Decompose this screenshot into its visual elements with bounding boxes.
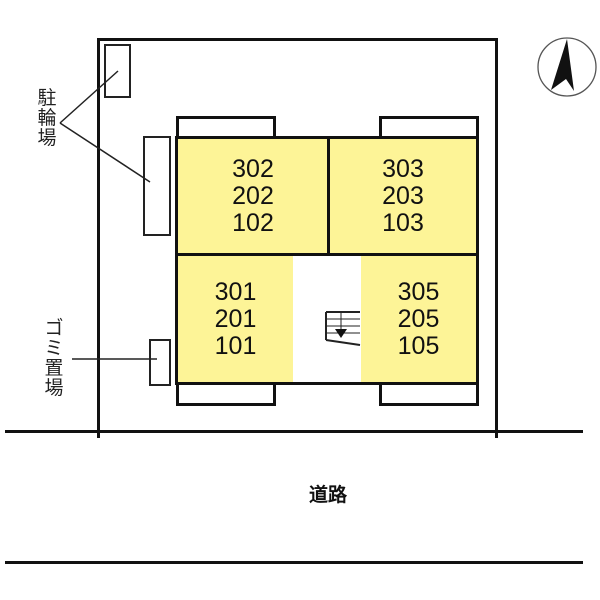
bicycle-rack-1 xyxy=(104,44,131,98)
road-label: 道路 xyxy=(309,484,348,506)
unit-305[interactable]: 305 205 105 xyxy=(358,253,479,385)
bicycle-parking-label: 駐輪場 xyxy=(37,87,57,149)
unit-302-numbers: 302 202 102 xyxy=(232,155,274,237)
bicycle-rack-2 xyxy=(143,136,171,236)
balcony-305 xyxy=(379,382,479,406)
north-arrow-icon xyxy=(537,37,597,97)
garbage-box xyxy=(149,339,171,386)
unit-302[interactable]: 302 202 102 xyxy=(175,136,331,257)
unit-303-numbers: 303 203 103 xyxy=(382,155,424,237)
lot-boundary xyxy=(97,38,498,438)
road-edge-bottom xyxy=(5,561,583,564)
road-edge-top xyxy=(5,430,583,433)
garbage-area-label: ゴミ置場 xyxy=(44,317,64,399)
unit-301-numbers: 301 201 101 xyxy=(214,277,257,360)
balcony-301 xyxy=(176,382,276,406)
unit-303[interactable]: 303 203 103 xyxy=(327,136,479,257)
unit-301[interactable]: 301 201 101 xyxy=(175,253,296,385)
unit-305-numbers: 305 205 105 xyxy=(397,277,440,360)
stairs-down-icon xyxy=(325,311,361,346)
